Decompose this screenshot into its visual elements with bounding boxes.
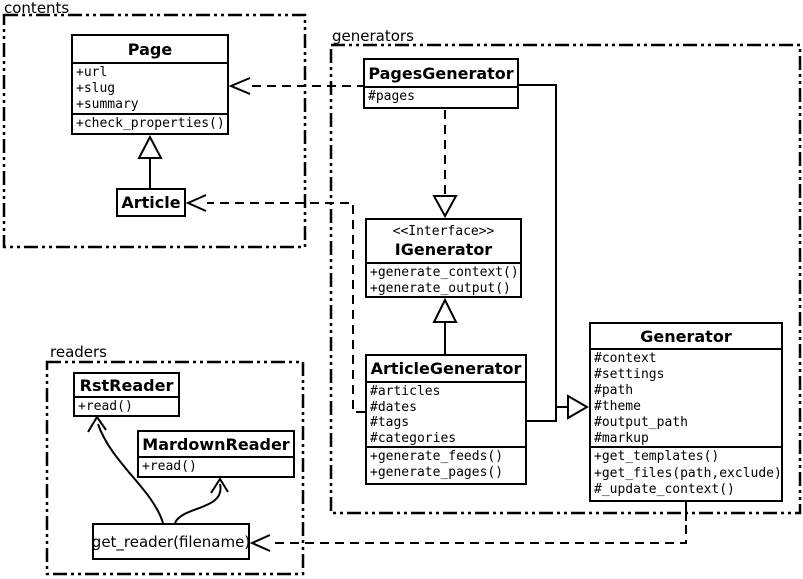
class-articlegenerator-title: ArticleGenerator	[370, 359, 522, 378]
class-attribute: #categories	[370, 430, 457, 446]
class-pagesgenerator-title: PagesGenerator	[368, 63, 514, 83]
edge-getreader-to-mardownreader	[174, 483, 222, 524]
class-igenerator-title: <<Interface>> IGenerator	[367, 220, 520, 262]
class-article-title: Article	[121, 193, 181, 212]
edge-generator-uses-getreader	[272, 525, 687, 544]
class-attribute: #settings	[594, 367, 665, 382]
contents-package-border	[2, 13, 307, 249]
class-generator: Generator #context #settings #path #them…	[589, 322, 783, 502]
class-method: +generate_feeds()	[370, 449, 504, 464]
class-generator-methods: +get_templates() +get_files(path,exclude…	[591, 446, 782, 500]
class-method: +generate_output()	[370, 280, 511, 296]
class-igenerator: <<Interface>> IGenerator +generate_conte…	[365, 218, 522, 298]
class-igenerator-methods: +generate_context() +generate_output()	[367, 262, 520, 296]
class-attribute: +summary	[76, 97, 139, 112]
function-get-reader: get_reader(filename)	[92, 523, 250, 560]
class-article: Article	[116, 188, 186, 217]
class-attribute: #context	[594, 351, 657, 366]
class-method: #_update_context()	[594, 482, 735, 497]
class-pagesgenerator-attributes: #pages	[365, 86, 517, 107]
package-label-generators: generators	[332, 27, 414, 45]
class-mardownreader-methods: +read()	[139, 456, 293, 476]
class-articlegenerator: ArticleGenerator #articles #dates #tags …	[365, 354, 527, 485]
generators-package-border	[329, 43, 802, 515]
class-attribute: #dates	[370, 399, 417, 415]
class-igenerator-name: IGenerator	[394, 240, 493, 259]
class-articlegenerator-methods: +generate_feeds() +generate_pages()	[367, 446, 525, 483]
arrowhead-open-rstreader	[87, 415, 107, 433]
edge-articlegenerator-uses-article	[207, 202, 365, 413]
class-generator-title: Generator	[640, 326, 732, 346]
class-attribute: #articles	[370, 384, 441, 399]
class-page-attributes: +url +slug +summary	[73, 62, 227, 113]
class-attribute: #path	[594, 383, 634, 398]
arrowhead-open-article	[185, 194, 207, 212]
class-method: +get_files(path,exclude)	[594, 465, 782, 481]
class-attribute: #output_path	[594, 415, 688, 430]
edge-getreader-to-rstreader	[97, 423, 164, 524]
function-get-reader-label: get_reader(filename)	[91, 532, 251, 551]
class-mardownreader-title: MardownReader	[142, 434, 290, 454]
class-page: Page +url +slug +summary +check_properti…	[71, 34, 229, 135]
class-attribute: #theme	[594, 399, 641, 414]
class-rstreader-title: RstReader	[79, 375, 174, 395]
class-method: +read()	[142, 459, 197, 474]
class-attribute: +url	[76, 65, 108, 80]
arrowhead-triangle-page	[137, 134, 163, 159]
class-attribute: +slug	[76, 81, 116, 96]
class-mardownreader: MardownReader +read()	[137, 430, 295, 478]
class-attribute: #pages	[368, 89, 415, 104]
class-rstreader: RstReader +read()	[73, 372, 180, 417]
class-rstreader-methods: +read()	[75, 396, 178, 415]
package-label-contents: contents	[4, 0, 70, 17]
class-pagesgenerator: PagesGenerator #pages	[363, 58, 519, 109]
package-label-readers: readers	[50, 343, 107, 361]
class-stereotype: <<Interface>>	[392, 224, 495, 239]
class-method: +generate_pages()	[370, 465, 504, 480]
edge-pagesgenerator-extends-generator	[519, 84, 567, 408]
readers-package-border	[45, 360, 305, 576]
class-attribute: #tags	[370, 415, 410, 430]
arrowhead-triangle-igenerator-bottom	[432, 297, 458, 323]
edge-articlegenerator-extends-generator	[527, 407, 557, 422]
class-page-methods: +check_properties()	[73, 113, 227, 133]
class-generator-attributes: #context #settings #path #theme #output_…	[591, 348, 781, 446]
class-page-title: Page	[127, 39, 173, 59]
class-method: +get_templates()	[594, 449, 720, 464]
arrowhead-triangle-igenerator-top	[432, 195, 458, 219]
class-articlegenerator-attributes: #articles #dates #tags #categories	[367, 381, 525, 446]
class-method: +generate_context()	[370, 265, 519, 280]
class-method: +check_properties()	[76, 116, 225, 131]
arrowhead-open-getreader	[249, 534, 271, 552]
class-attribute: #markup	[594, 431, 649, 446]
arrowhead-open-mardownreader	[210, 477, 229, 494]
class-method: +read()	[78, 399, 133, 414]
arrowhead-open-page	[228, 77, 251, 95]
arrowhead-triangle-generator	[567, 394, 589, 420]
